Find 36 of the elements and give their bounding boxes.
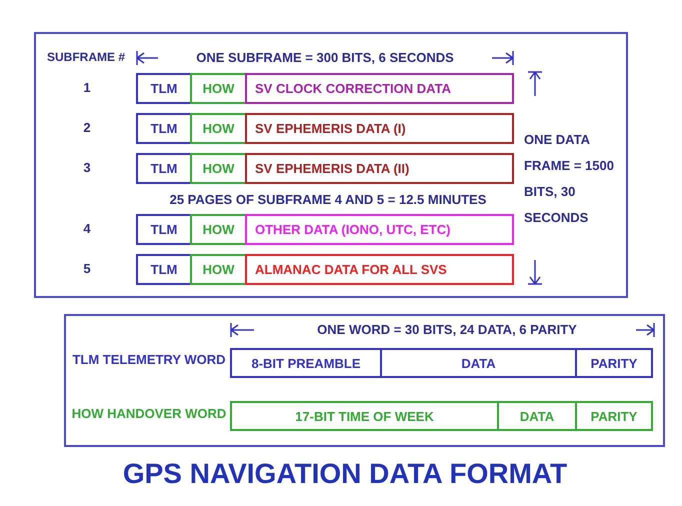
word-field: PARITY [575, 401, 653, 431]
data-field: SV EPHEMERIS DATA (II) [245, 153, 514, 184]
dimension-label: ONE WORD = 30 BITS, 24 DATA, 6 PARITY [316, 321, 578, 339]
data-field: OTHER DATA (IONO, UTC, ETC) [245, 214, 514, 245]
word-label: TLM TELEMETRY WORD [71, 350, 227, 369]
row-number: 1 [82, 78, 92, 97]
word-label: HOW HANDOVER WORD [70, 404, 228, 423]
tlm-field: TLM [136, 153, 192, 184]
word-field: DATA [497, 401, 577, 431]
word-field: 17-BIT TIME OF WEEK [230, 401, 499, 431]
how-field: HOW [190, 113, 247, 144]
dimension-label: ONE DATA FRAME = 1500 BITS, 30 SECONDS [524, 131, 615, 227]
how-field: HOW [190, 153, 247, 184]
data-field: SV CLOCK CORRECTION DATA [245, 73, 514, 104]
note-text: 25 PAGES OF SUBFRAME 4 AND 5 = 12.5 MINUTES [168, 190, 488, 209]
word-field: PARITY [575, 348, 653, 378]
data-field: ALMANAC DATA FOR ALL SVS [245, 254, 514, 285]
word-field: 8-BIT PREAMBLE [230, 348, 382, 378]
how-field: HOW [190, 254, 247, 285]
row-number: 2 [82, 118, 92, 137]
dimension-label: ONE SUBFRAME = 300 BITS, 6 SECONDS [195, 49, 455, 67]
row-number: 4 [82, 220, 92, 238]
tlm-field: TLM [136, 254, 192, 285]
row-number: 3 [82, 158, 92, 177]
diagram-title: GPS NAVIGATION DATA FORMAT [122, 456, 568, 490]
frame-panel [34, 32, 628, 298]
tlm-field: TLM [136, 113, 192, 144]
column-heading: SUBFRAME # [46, 48, 126, 66]
data-field: SV EPHEMERIS DATA (I) [245, 113, 514, 144]
tlm-field: TLM [136, 214, 192, 245]
tlm-field: TLM [136, 73, 192, 104]
how-field: HOW [190, 73, 247, 104]
row-number: 5 [82, 260, 92, 278]
word-panel [64, 314, 665, 447]
word-field: DATA [380, 348, 577, 378]
how-field: HOW [190, 214, 247, 245]
